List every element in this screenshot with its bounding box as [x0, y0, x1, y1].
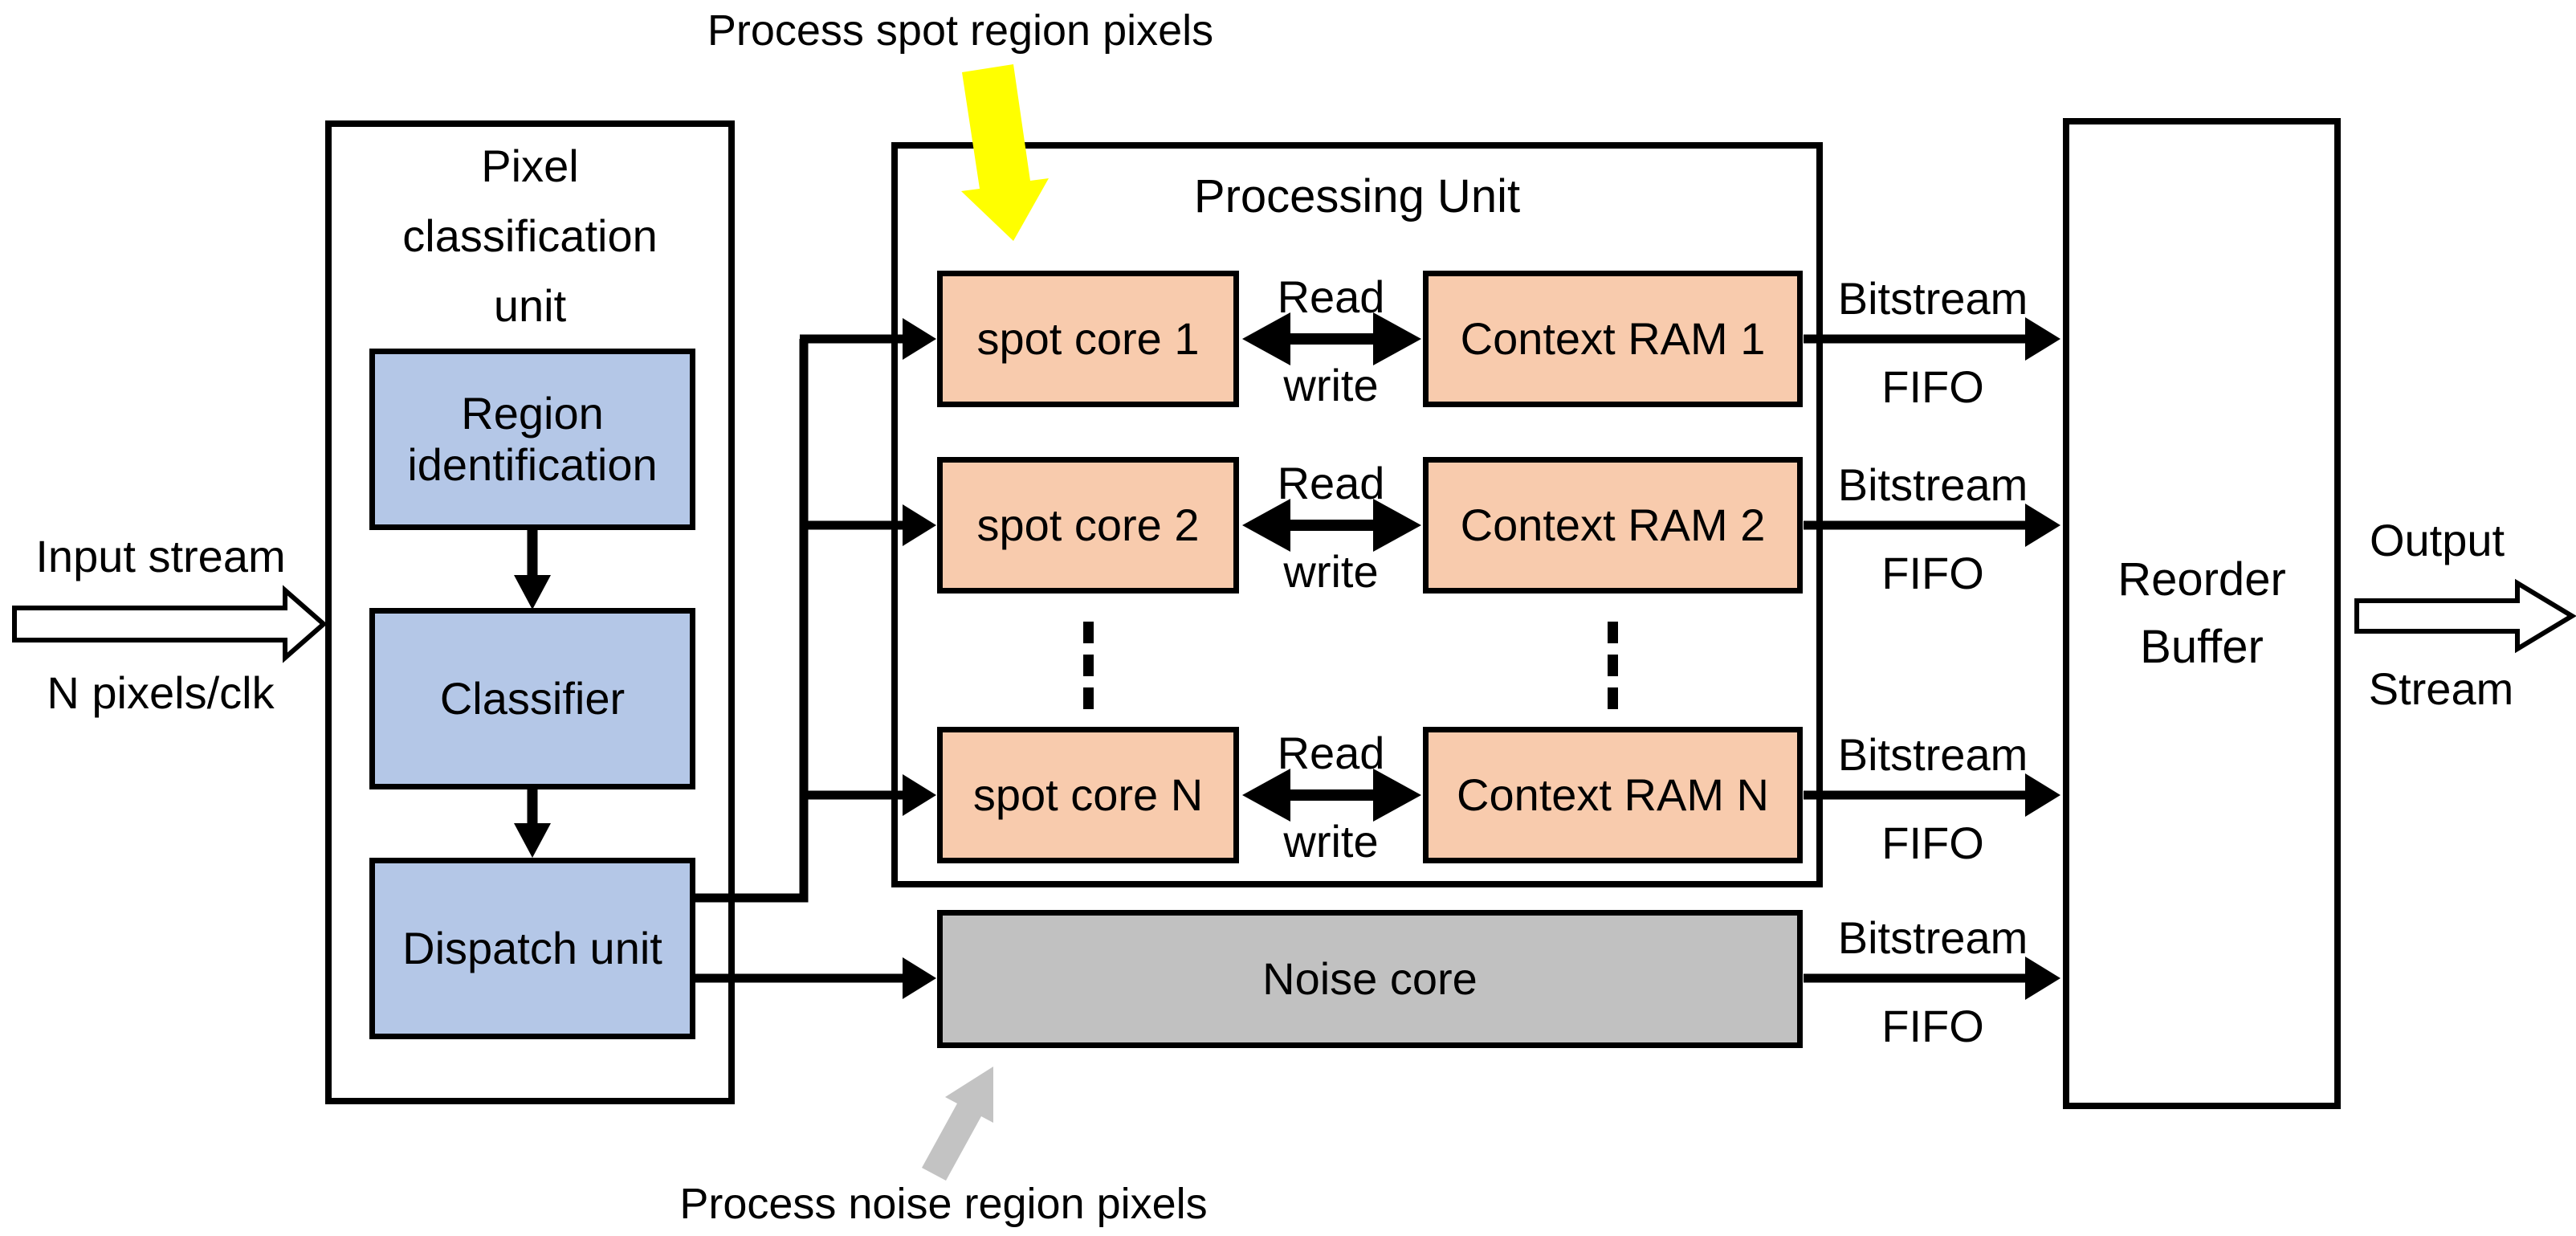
dispatch-unit-block: Dispatch unit [369, 858, 695, 1039]
reorder-buffer-box: Reorder Buffer [2063, 118, 2341, 1109]
context-ram-n-label: Context RAM N [1457, 769, 1769, 820]
noise-core-block: Noise core [937, 910, 1803, 1048]
fifo-label-rown: FIFO [1881, 818, 1984, 868]
write-label-row2: write [1283, 546, 1379, 597]
spot-core-n-block: spot core N [937, 727, 1239, 863]
context-ram-2-label: Context RAM 2 [1460, 500, 1766, 550]
output-label-line1: Output [2369, 515, 2505, 565]
read-label-row1: Read [1277, 271, 1385, 322]
input-stream-arrow [12, 585, 328, 663]
bitstream-label-row1: Bitstream [1837, 273, 2028, 324]
write-label-row1: write [1283, 360, 1379, 410]
context-ram-2-block: Context RAM 2 [1423, 457, 1803, 594]
region-identification-label: Region identification [407, 388, 658, 490]
classifier-block: Classifier [369, 608, 695, 789]
context-ram-1-block: Context RAM 1 [1423, 271, 1803, 407]
spot-core-n-label: spot core N [972, 769, 1204, 820]
output-stream-arrow [2354, 578, 2576, 654]
dispatch-unit-label: Dispatch unit [402, 923, 662, 973]
output-label-line2: Stream [2368, 663, 2514, 714]
process-spot-annotation: Process spot region pixels [707, 6, 1214, 55]
processing-unit-title: Processing Unit [1193, 170, 1521, 222]
fifo-label-noise: FIFO [1881, 1001, 1984, 1051]
fifo-label-row1: FIFO [1881, 361, 1984, 412]
region-identification-block: Region identification [369, 349, 695, 530]
process-noise-annotation: Process noise region pixels [679, 1180, 1208, 1228]
spot-core-2-label: spot core 2 [976, 500, 1200, 550]
bitstream-label-noise: Bitstream [1837, 912, 2028, 963]
noise-core-label: Noise core [1262, 953, 1478, 1004]
spot-core-1-block: spot core 1 [937, 271, 1239, 407]
context-ram-n-block: Context RAM N [1423, 727, 1803, 863]
read-label-rown: Read [1277, 728, 1385, 778]
bitstream-label-rown: Bitstream [1837, 729, 2028, 780]
spot-core-2-block: spot core 2 [937, 457, 1239, 594]
pixel-classification-unit-title: Pixel classification unit [402, 141, 658, 331]
write-label-rown: write [1283, 816, 1379, 867]
input-stream-label: Input stream [35, 531, 286, 581]
context-ram-1-label: Context RAM 1 [1460, 313, 1766, 364]
read-label-row2: Read [1277, 458, 1385, 508]
bitstream-label-row2: Bitstream [1837, 459, 2028, 510]
classifier-label: Classifier [439, 673, 626, 724]
spot-core-1-label: spot core 1 [976, 313, 1200, 364]
process-noise-arrow [922, 1067, 993, 1181]
fifo-label-row2: FIFO [1881, 548, 1984, 598]
input-rate-label: N pixels/clk [47, 667, 275, 718]
reorder-buffer-label: Reorder Buffer [2117, 553, 2286, 673]
